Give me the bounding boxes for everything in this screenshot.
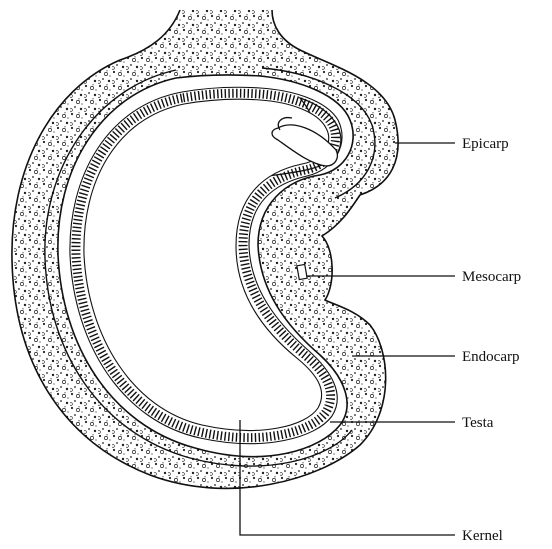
label-testa: Testa	[462, 415, 494, 431]
label-mesocarp: Mesocarp	[462, 269, 521, 285]
label-epicarp: Epicarp	[462, 136, 509, 152]
label-kernel: Kernel	[462, 528, 503, 544]
mesocarp-cell	[297, 264, 307, 279]
label-endocarp: Endocarp	[462, 349, 519, 365]
